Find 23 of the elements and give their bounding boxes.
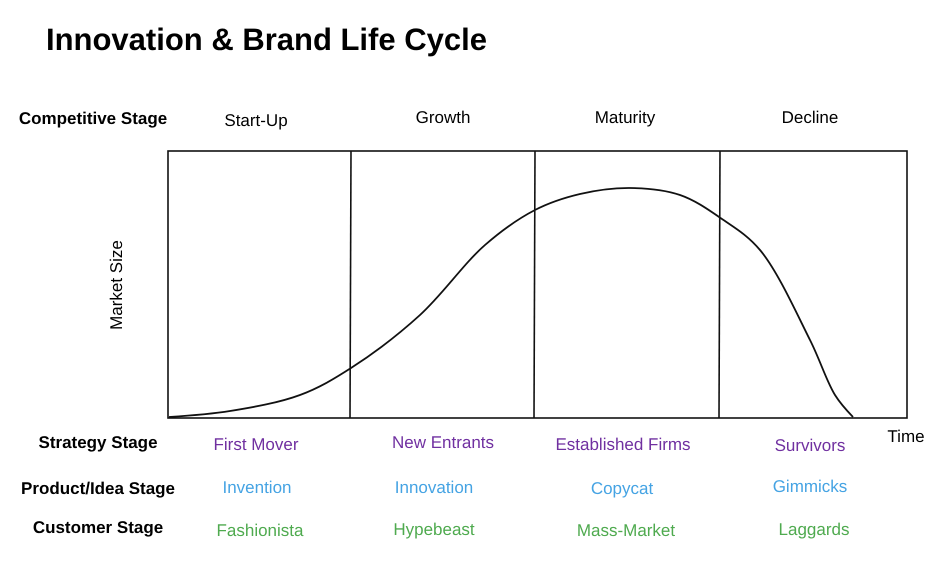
axis-label: Market Size <box>107 240 127 330</box>
column-heading: Maturity <box>594 108 656 128</box>
column-heading: Start-Up <box>224 111 288 131</box>
stage-label: Established Firms <box>555 435 691 455</box>
stage-label: Survivors <box>774 436 846 456</box>
stage-label: Fashionista <box>216 521 304 541</box>
column-heading: Growth <box>416 108 470 128</box>
stage-label: Innovation <box>394 478 474 498</box>
row-heading: Competitive Stage <box>18 109 168 129</box>
row-heading: Product/Idea Stage <box>21 479 175 499</box>
stage-label: Laggards <box>778 520 850 540</box>
stage-label: Copycat <box>590 479 654 499</box>
stage-label: Mass-Market <box>576 521 676 541</box>
row-heading: Strategy Stage <box>38 433 158 453</box>
stage-label: First Mover <box>214 435 298 455</box>
stage-label: Gimmicks <box>772 477 848 497</box>
stage-label: Invention <box>222 478 292 498</box>
axis-label: Time <box>887 427 925 447</box>
title: Innovation & Brand Life Cycle <box>46 22 487 58</box>
stage-label: Hypebeast <box>393 520 475 540</box>
stage-label: New Entrants <box>392 433 494 453</box>
column-heading: Decline <box>782 108 838 128</box>
row-heading: Customer Stage <box>32 518 164 538</box>
